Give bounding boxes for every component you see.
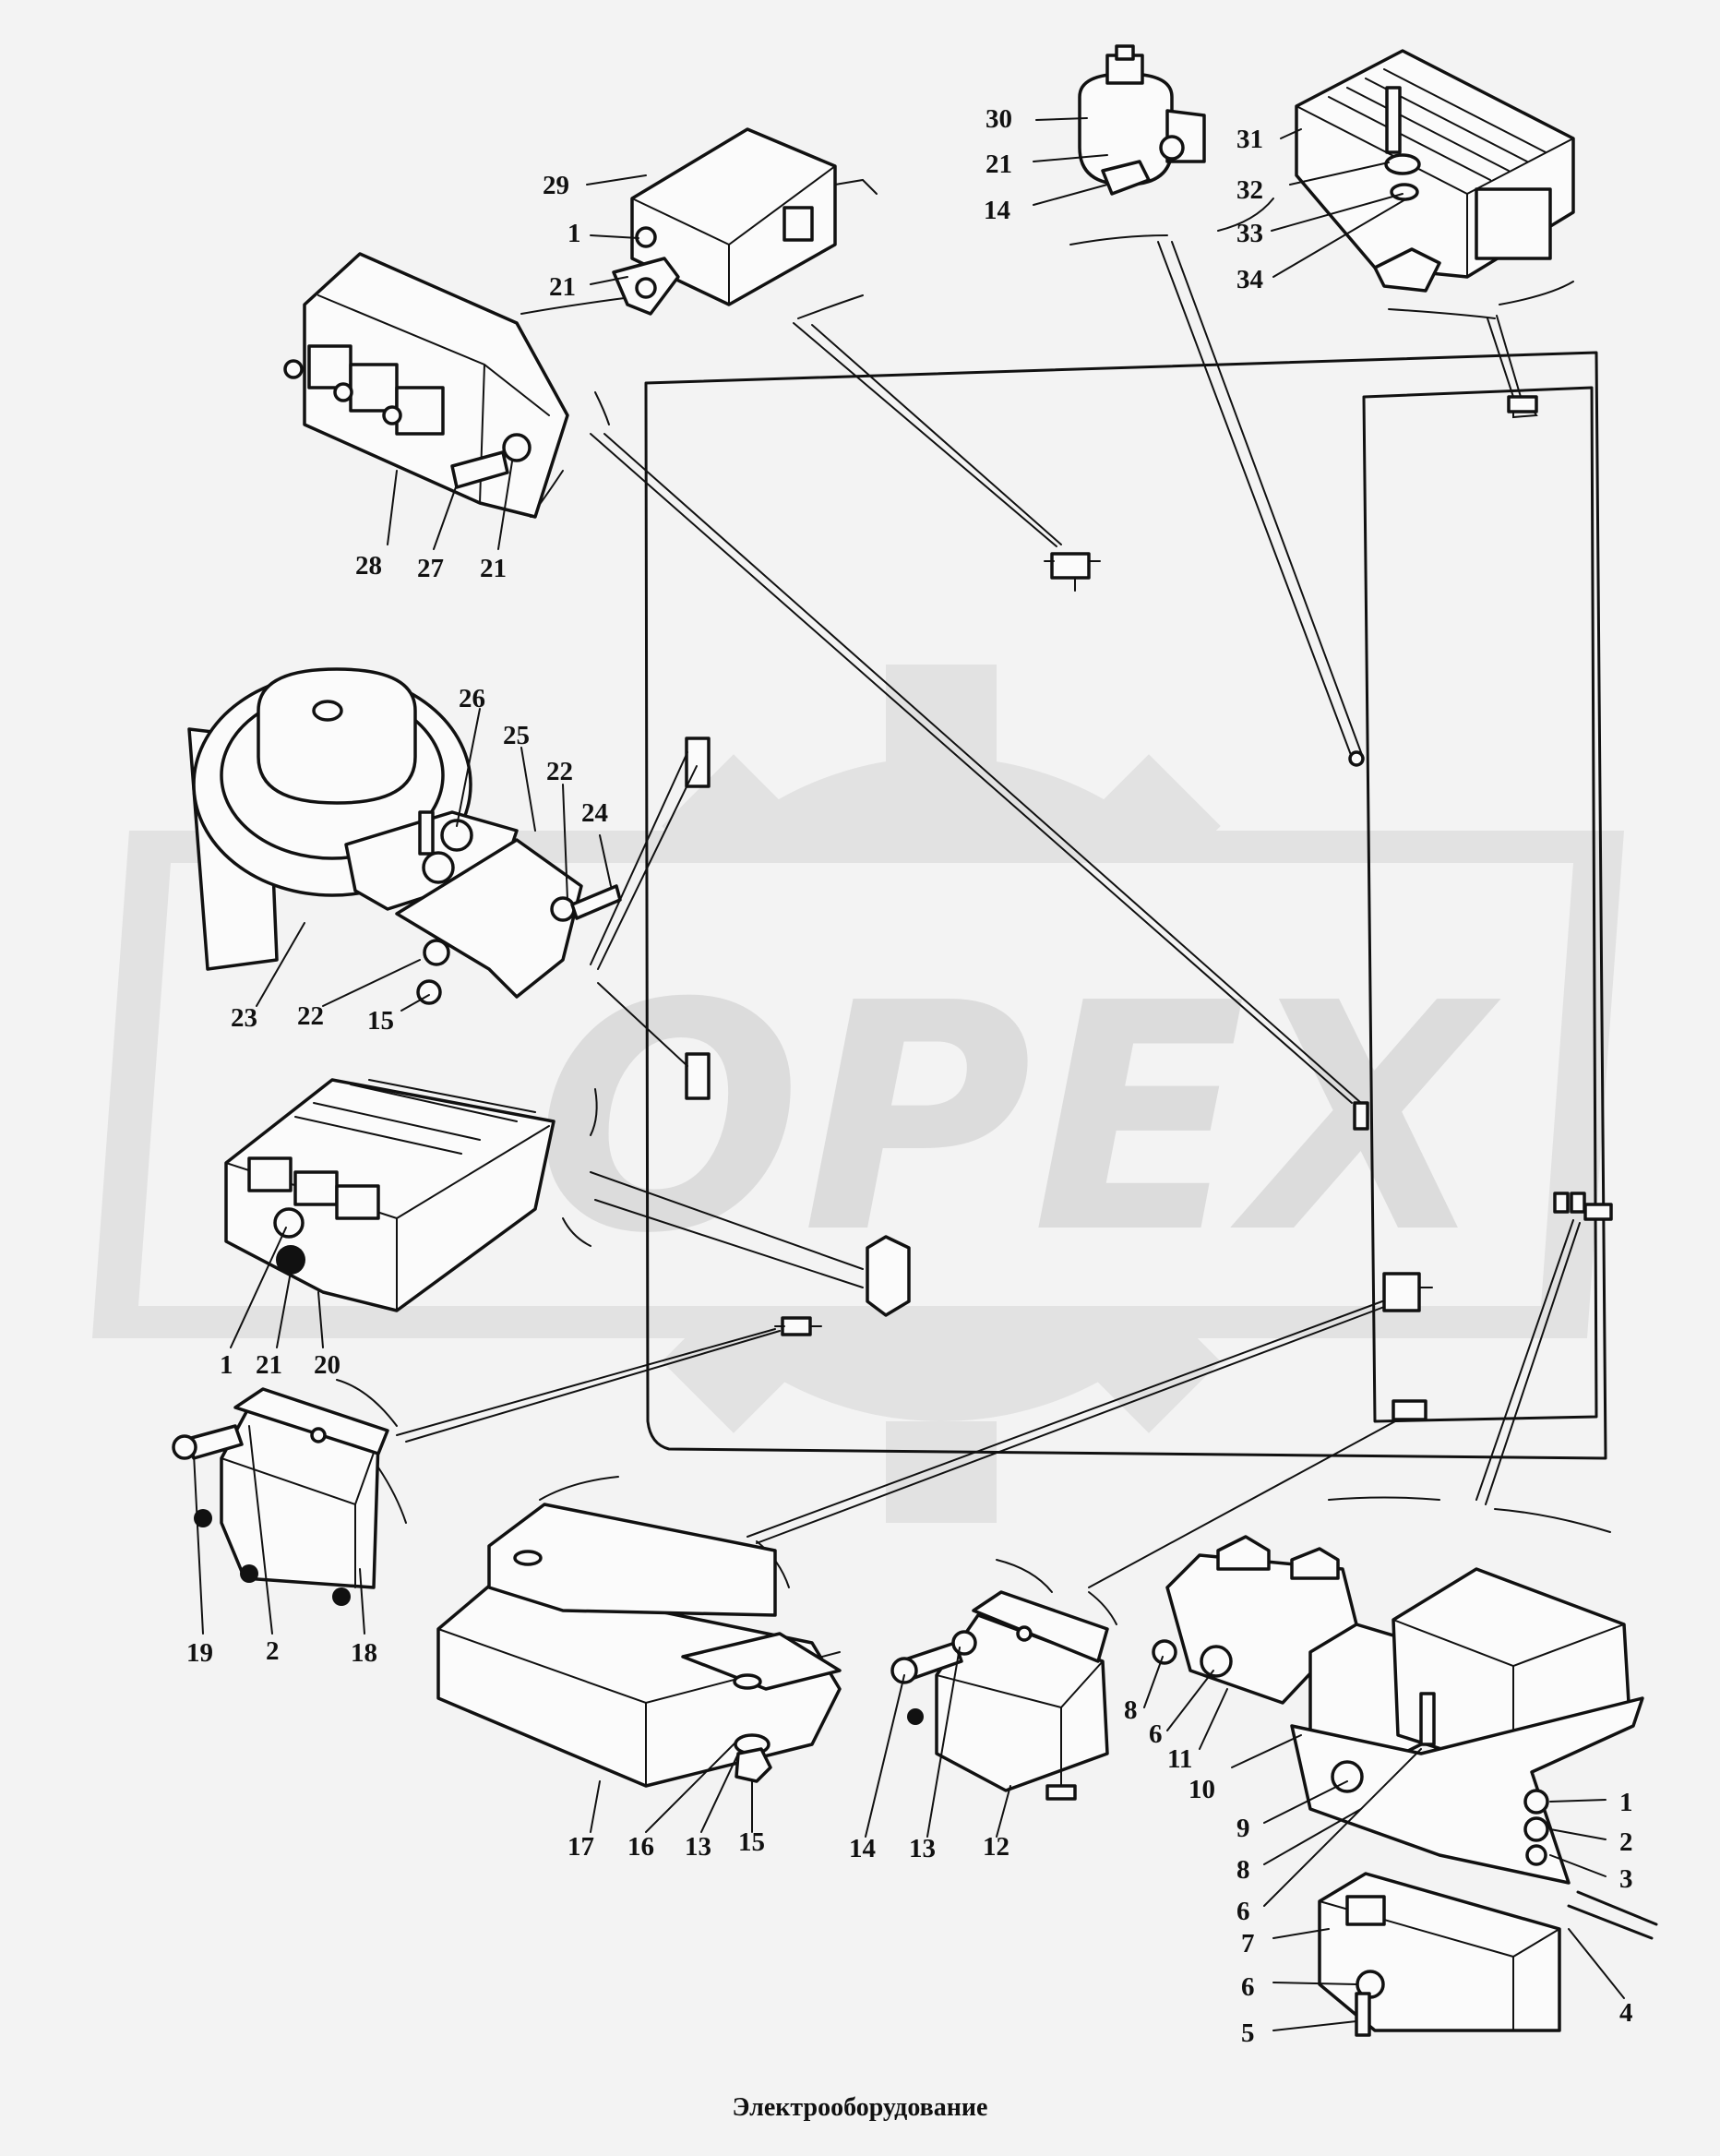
callout-21: 21 xyxy=(549,272,576,302)
leader-lines xyxy=(396,241,1581,1588)
callout-13: 13 xyxy=(909,1834,936,1863)
callout-21: 21 xyxy=(256,1350,282,1380)
callout-numbers: 30 21 14 31 32 33 34 29 1 21 28 27 21 26… xyxy=(186,104,1633,2048)
callout-28: 28 xyxy=(355,551,382,581)
callout-21: 21 xyxy=(480,554,507,583)
callout-14: 14 xyxy=(849,1834,876,1863)
callout-8: 8 xyxy=(1236,1855,1250,1885)
part-horn-23 xyxy=(187,667,622,1005)
wiring-harness xyxy=(644,351,1613,1460)
callout-15: 15 xyxy=(738,1827,765,1857)
diagram-caption: Электрооборудование xyxy=(732,2093,988,2122)
callout-15: 15 xyxy=(367,1006,394,1036)
callout-24: 24 xyxy=(581,798,608,828)
callout-34: 34 xyxy=(1236,265,1263,294)
callout-9: 9 xyxy=(1236,1814,1250,1843)
watermark-text: OPEX xyxy=(535,937,1501,1302)
callout-8: 8 xyxy=(1124,1695,1138,1725)
callout-10: 10 xyxy=(1188,1775,1215,1804)
part-control-box-31 xyxy=(1295,49,1575,293)
callout-6: 6 xyxy=(1149,1719,1163,1749)
callout-25: 25 xyxy=(503,721,530,750)
callout-22: 22 xyxy=(546,757,573,786)
callout-19: 19 xyxy=(186,1638,213,1668)
callout-26: 26 xyxy=(459,684,485,713)
callout-21: 21 xyxy=(985,150,1012,179)
callout-16: 16 xyxy=(627,1832,654,1862)
callout-7: 7 xyxy=(1241,1929,1255,1958)
callout-1: 1 xyxy=(220,1350,233,1380)
part-module-17 xyxy=(436,1503,842,1788)
callout-6: 6 xyxy=(1241,1972,1255,2002)
callout-17: 17 xyxy=(567,1832,594,1862)
callout-5: 5 xyxy=(1241,2018,1255,2048)
callout-18: 18 xyxy=(351,1638,377,1668)
callout-3: 3 xyxy=(1619,1864,1633,1894)
callout-6: 6 xyxy=(1236,1897,1250,1926)
callout-12: 12 xyxy=(983,1832,1009,1862)
callout-13: 13 xyxy=(685,1832,711,1862)
part-regulator-20 xyxy=(224,1078,555,1312)
callout-2: 2 xyxy=(266,1636,280,1666)
part-relay-12 xyxy=(890,1590,1109,1801)
callout-32: 32 xyxy=(1236,175,1263,205)
callout-2: 2 xyxy=(1619,1827,1633,1857)
callout-29: 29 xyxy=(543,171,569,200)
callout-31: 31 xyxy=(1236,125,1263,154)
callout-leaders xyxy=(193,117,1625,2031)
callout-27: 27 xyxy=(417,554,444,583)
callout-1: 1 xyxy=(1619,1788,1633,1817)
part-relay-18 xyxy=(172,1387,389,1606)
callout-20: 20 xyxy=(314,1350,340,1380)
callout-30: 30 xyxy=(985,104,1012,134)
callout-1: 1 xyxy=(567,219,581,248)
callout-4: 4 xyxy=(1619,1998,1633,2028)
callout-22: 22 xyxy=(297,1001,324,1031)
part-relay-29 xyxy=(612,127,878,316)
callout-33: 33 xyxy=(1236,219,1263,248)
callout-11: 11 xyxy=(1167,1744,1192,1774)
part-fuse-block-28 xyxy=(283,252,569,519)
part-relay-assembly-7 xyxy=(1152,1535,1658,2037)
callout-23: 23 xyxy=(231,1003,257,1033)
part-switch-30 xyxy=(1078,44,1206,196)
callout-14: 14 xyxy=(984,196,1010,225)
